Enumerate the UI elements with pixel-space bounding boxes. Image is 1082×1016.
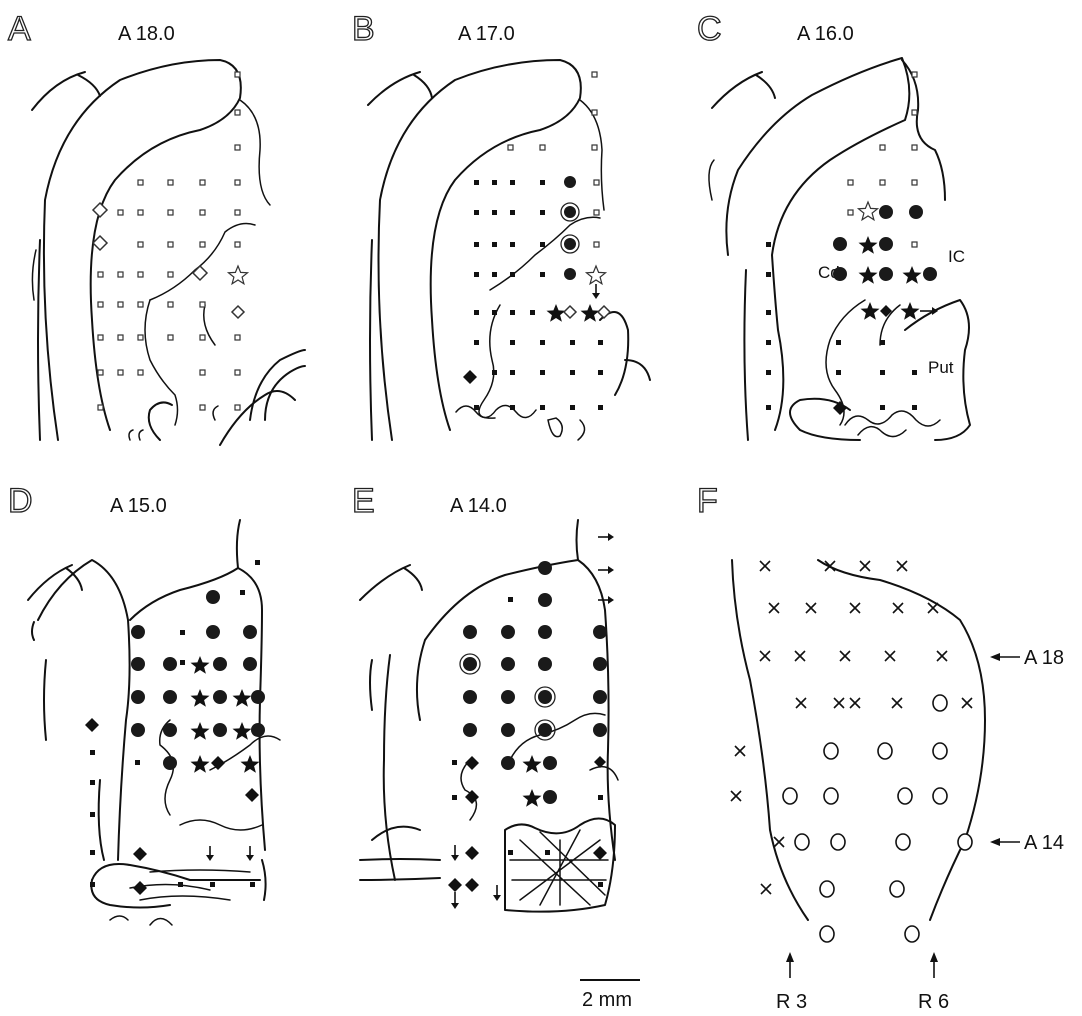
panel-f: F	[697, 482, 1064, 1013]
markers-f	[731, 561, 972, 942]
panel-b: B A 17.0	[352, 10, 650, 440]
arrow-label-a18: A 18	[1024, 647, 1064, 669]
arrow-a14: A 14	[990, 832, 1064, 854]
arrow-label-r6: R 6	[918, 991, 949, 1013]
coord-label-e: A 14.0	[450, 495, 507, 517]
region-label-put: Put	[928, 358, 954, 377]
markers-e	[448, 533, 614, 909]
panel-c: C A 16.0 Cd IC Put	[697, 10, 970, 440]
region-label-ic: IC	[948, 247, 965, 266]
section-outline-b	[368, 60, 650, 440]
section-outline-f	[732, 560, 985, 920]
markers-b	[463, 72, 610, 410]
panel-letter-a: A	[8, 10, 31, 48]
markers-d	[85, 560, 265, 895]
panel-d: D A 15.0	[8, 482, 280, 925]
panel-a: A A 18.0	[8, 10, 305, 445]
panel-letter-e: E	[352, 482, 375, 520]
markers-a	[93, 72, 248, 410]
coord-label-c: A 16.0	[797, 23, 854, 45]
panel-letter-b: B	[352, 10, 375, 48]
panel-letter-f: F	[697, 482, 718, 520]
section-outline-a	[32, 60, 305, 445]
arrow-a18: A 18	[990, 647, 1064, 669]
panel-e: E A 14.0	[352, 482, 618, 912]
scale-bar-label: 2 mm	[582, 989, 632, 1011]
coord-label-a: A 18.0	[118, 23, 175, 45]
panel-letter-c: C	[697, 10, 722, 48]
coord-label-b: A 17.0	[458, 23, 515, 45]
scale-bar: 2 mm	[580, 980, 640, 1011]
coord-label-d: A 15.0	[110, 495, 167, 517]
arrow-r6: R 6	[918, 952, 949, 1013]
section-outline-e	[360, 520, 618, 912]
panel-letter-d: D	[8, 482, 33, 520]
markers-c	[766, 72, 938, 415]
arrow-label-r3: R 3	[776, 991, 807, 1013]
arrow-r3: R 3	[776, 952, 807, 1013]
arrow-label-a14: A 14	[1024, 832, 1064, 854]
